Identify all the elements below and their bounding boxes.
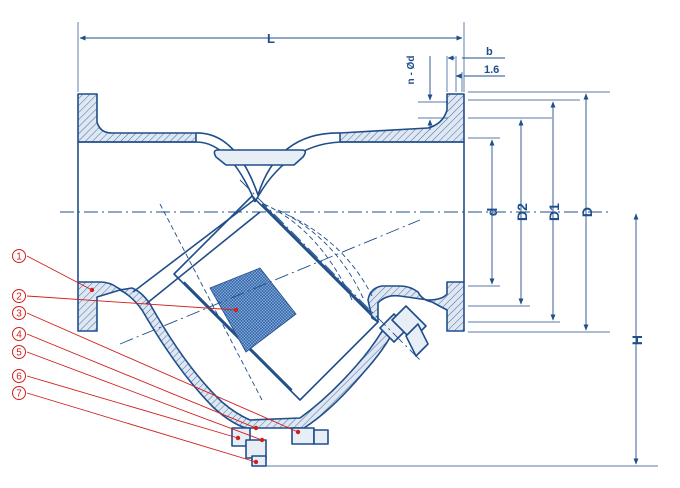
svg-text:2: 2	[16, 292, 22, 303]
svg-text:5: 5	[16, 348, 22, 359]
callout-4: 4	[12, 327, 26, 341]
dim-L: L	[77, 22, 465, 92]
top-boss	[213, 149, 307, 166]
callout-6: 6	[12, 369, 26, 383]
svg-text:4: 4	[16, 330, 22, 341]
dim-L-label: L	[267, 31, 275, 46]
dim-bolt-holes-label: n - Ød	[406, 56, 417, 85]
dim-D1-label: D1	[546, 203, 562, 221]
callout-2: 2	[12, 289, 26, 303]
dim-d-label: d	[484, 208, 500, 217]
valve-body	[77, 93, 465, 467]
dim-H-label: H	[629, 335, 645, 345]
callout-1: 1	[12, 249, 26, 263]
dim-b-label: b	[486, 46, 493, 58]
mesh-swatch	[209, 267, 297, 353]
dim-D-label: D	[579, 207, 595, 217]
dim-D2-label: D2	[514, 203, 530, 221]
center-lines	[60, 179, 610, 361]
callout-7: 7	[12, 386, 26, 400]
strainer-screen	[173, 195, 379, 401]
dim-H: H	[262, 213, 658, 467]
svg-text:6: 6	[16, 372, 22, 383]
callouts: 1 2 3 4 5	[12, 249, 301, 465]
left-top-flange	[77, 93, 197, 143]
right-top-flange	[339, 93, 465, 143]
dim-bolt-holes: n - Ød	[406, 56, 448, 130]
cover-bolt	[379, 305, 429, 357]
svg-text:3: 3	[16, 309, 22, 320]
dim-verticals: d D2 D1 D	[468, 91, 610, 333]
right-bottom-flange	[367, 281, 465, 332]
callout-5: 5	[12, 345, 26, 359]
callout-3: 3	[12, 306, 26, 320]
svg-text:7: 7	[16, 389, 22, 400]
dim-b: b 1.6	[446, 46, 505, 92]
svg-text:1: 1	[16, 252, 22, 263]
drain-bolt	[231, 427, 267, 467]
dim-gasket-label: 1.6	[484, 64, 499, 76]
